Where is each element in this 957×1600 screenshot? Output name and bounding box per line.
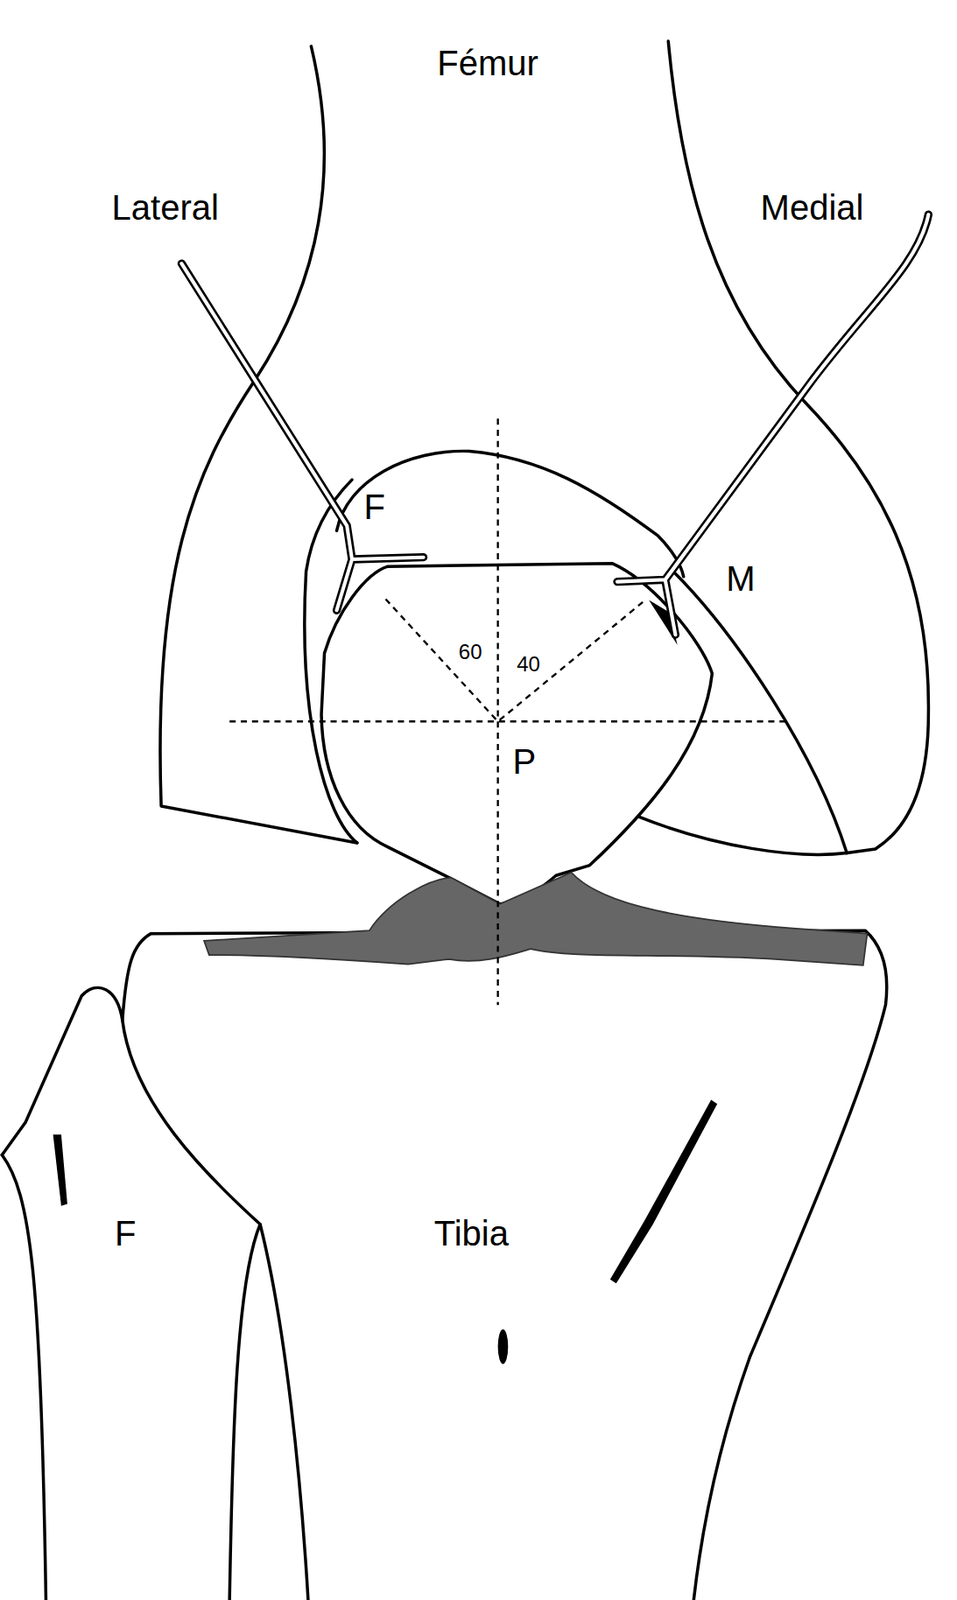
bone-name: Tibia xyxy=(432,1215,511,1253)
reference-line xyxy=(229,720,786,723)
angle-line xyxy=(385,598,643,722)
side-label: Medial xyxy=(759,189,866,226)
medial-condyle xyxy=(637,816,847,856)
angle-value: 40 xyxy=(514,653,542,676)
meniscus xyxy=(204,872,867,966)
patella xyxy=(321,563,712,905)
tibia-outline xyxy=(122,930,887,1600)
bone-name: F xyxy=(112,1215,138,1253)
reference-line xyxy=(496,418,499,1006)
angle-value: 60 xyxy=(457,640,485,664)
point-label: P xyxy=(511,743,539,781)
fibula-outline xyxy=(1,987,309,1600)
vessel-label: F xyxy=(361,488,387,526)
vessel-label: M xyxy=(724,560,757,598)
femur-outline xyxy=(668,41,929,854)
bone-mark xyxy=(610,1100,718,1285)
vessel-lumen xyxy=(617,214,929,635)
vessel xyxy=(181,263,423,611)
vessel-lumen xyxy=(181,263,423,611)
bone-name: Fémur xyxy=(435,44,541,82)
tibia-outline xyxy=(229,1224,261,1600)
fibula-outline xyxy=(1,1155,46,1600)
side-label: Lateral xyxy=(110,189,221,226)
bone-mark xyxy=(53,1134,68,1207)
vessel xyxy=(617,214,929,635)
bone-mark xyxy=(498,1329,509,1366)
